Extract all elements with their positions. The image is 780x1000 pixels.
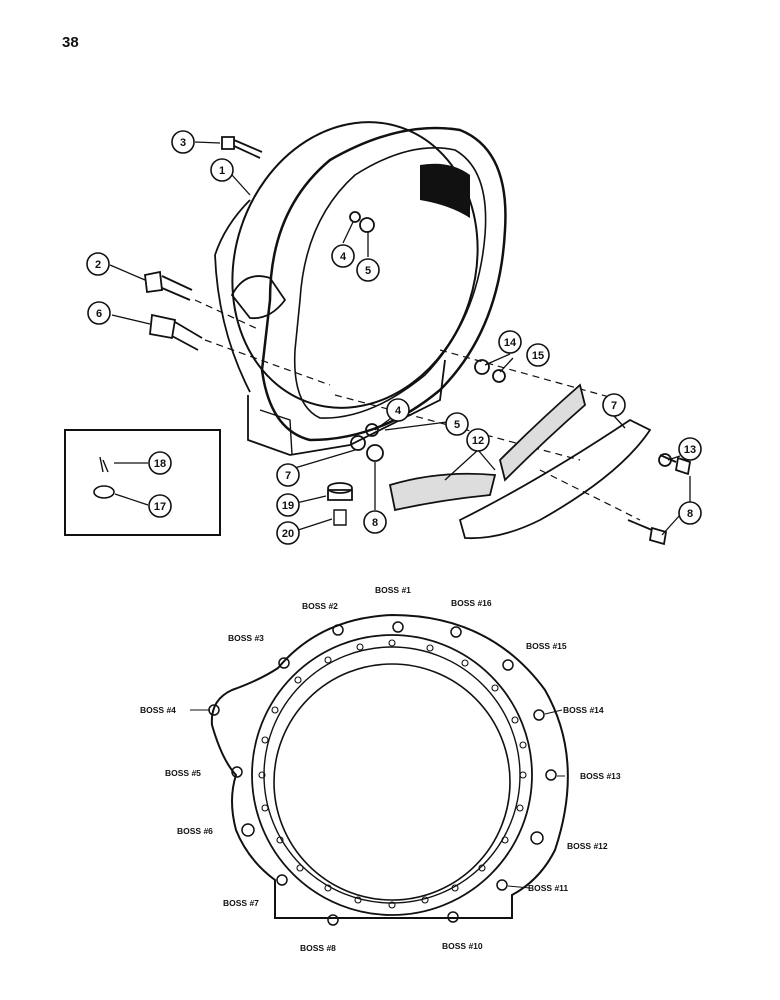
svg-text:1: 1 bbox=[219, 165, 225, 177]
boss-label-6: BOSS #6 bbox=[177, 826, 213, 836]
callout-19: 19 bbox=[276, 493, 300, 517]
callout-4: 4 bbox=[331, 244, 355, 268]
callout-20: 20 bbox=[276, 521, 300, 545]
callout-2: 2 bbox=[86, 252, 110, 276]
svg-text:12: 12 bbox=[472, 435, 484, 447]
svg-text:8: 8 bbox=[687, 508, 693, 520]
callout-8: 8 bbox=[363, 510, 387, 534]
callout-12: 7 bbox=[602, 393, 626, 417]
boss-label-11: BOSS #11 bbox=[528, 883, 568, 893]
svg-text:14: 14 bbox=[504, 337, 517, 349]
boss-label-8: BOSS #8 bbox=[300, 943, 336, 953]
boss-leaders bbox=[190, 709, 565, 889]
callout-3: 3 bbox=[171, 130, 195, 154]
callout-15-upper: 15 bbox=[526, 343, 550, 367]
boss-label-14: BOSS #14 bbox=[563, 705, 604, 715]
svg-text:3: 3 bbox=[180, 137, 186, 149]
callout-7: 7 bbox=[276, 463, 300, 487]
callout-5-lower: 5 bbox=[445, 412, 469, 436]
callout-5: 5 bbox=[356, 258, 380, 282]
svg-text:2: 2 bbox=[95, 259, 101, 271]
svg-text:8: 8 bbox=[372, 517, 378, 529]
boss-label-4: BOSS #4 bbox=[140, 705, 176, 715]
svg-text:20: 20 bbox=[282, 528, 294, 540]
callout-17: 17 bbox=[148, 494, 172, 518]
boss-label-12: BOSS #12 bbox=[567, 841, 608, 851]
svg-text:19: 19 bbox=[282, 500, 294, 512]
callout-6: 6 bbox=[87, 301, 111, 325]
callout-4-lower: 4 bbox=[386, 398, 410, 422]
callout-1: 1 bbox=[210, 158, 234, 182]
boss-label-10: BOSS #10 bbox=[442, 941, 483, 951]
callout-16: 14 bbox=[498, 330, 522, 354]
boss-label-13: BOSS #13 bbox=[580, 771, 621, 781]
svg-text:7: 7 bbox=[611, 400, 617, 412]
boss-labels: BOSS #1 BOSS #2 BOSS #16 BOSS #3 BOSS #1… bbox=[140, 585, 621, 953]
svg-text:15: 15 bbox=[532, 350, 544, 362]
leader-lines bbox=[109, 141, 691, 536]
boss-label-3: BOSS #3 bbox=[228, 633, 264, 643]
boss-label-5: BOSS #5 bbox=[165, 768, 201, 778]
svg-text:5: 5 bbox=[365, 265, 371, 277]
svg-text:4: 4 bbox=[340, 251, 347, 263]
callout-18: 18 bbox=[148, 451, 172, 475]
hardware-drawings bbox=[144, 136, 692, 546]
inset-box bbox=[64, 429, 221, 536]
callout-13: 8 bbox=[678, 501, 702, 525]
boss-label-2: BOSS #2 bbox=[302, 601, 338, 611]
boss-label-16: BOSS #16 bbox=[451, 598, 492, 608]
svg-text:17: 17 bbox=[154, 501, 166, 513]
callout-14: 12 bbox=[466, 428, 490, 452]
svg-text:4: 4 bbox=[395, 405, 402, 417]
svg-text:13: 13 bbox=[684, 444, 696, 456]
svg-text:18: 18 bbox=[154, 458, 166, 470]
callout-15-lower: 13 bbox=[678, 437, 702, 461]
boss-label-7: BOSS #7 bbox=[223, 898, 259, 908]
svg-text:7: 7 bbox=[285, 470, 291, 482]
page-number: 38 bbox=[62, 34, 79, 51]
housing-face-drawing bbox=[208, 613, 569, 926]
svg-text:6: 6 bbox=[96, 308, 102, 320]
boss-label-1: BOSS #1 bbox=[375, 585, 411, 595]
boss-label-15: BOSS #15 bbox=[526, 641, 567, 651]
svg-text:5: 5 bbox=[454, 419, 460, 431]
